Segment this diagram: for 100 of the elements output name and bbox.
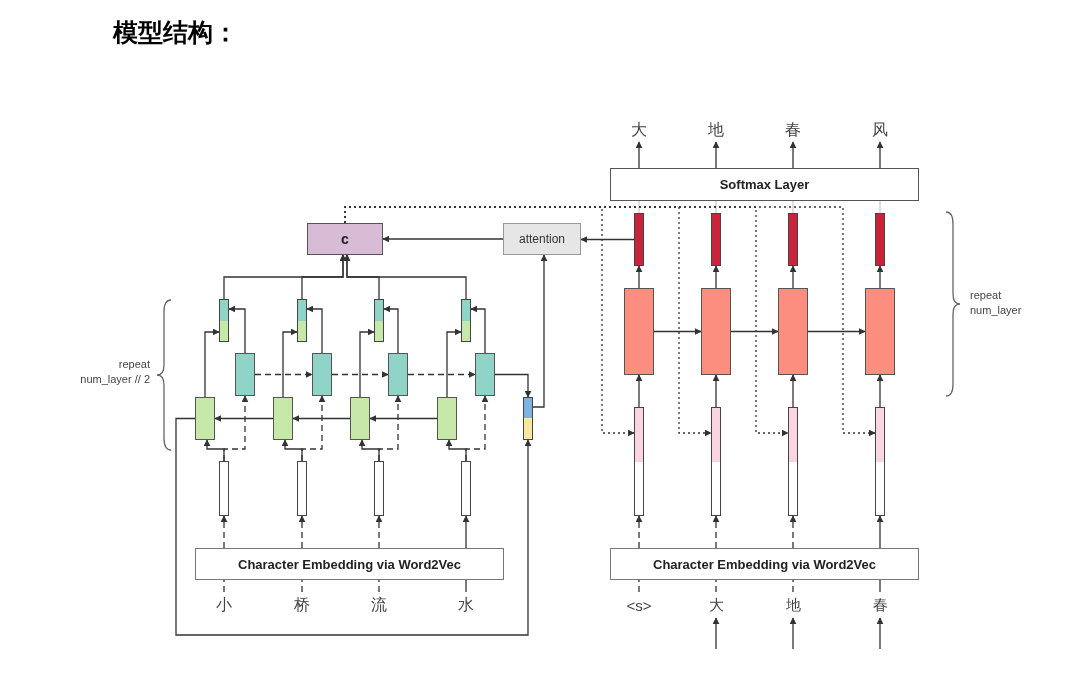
arrow <box>359 328 375 398</box>
connector-line <box>465 579 467 593</box>
arrow <box>175 417 532 636</box>
arrow <box>375 515 383 549</box>
arrow <box>462 515 470 549</box>
vector-bar <box>219 461 229 516</box>
arrow <box>204 328 220 398</box>
arrow <box>298 515 306 549</box>
character-label: 大 <box>627 118 651 142</box>
arrow <box>876 265 884 289</box>
arrow <box>378 395 402 462</box>
arrow <box>789 265 797 289</box>
cell-box <box>437 397 457 440</box>
vector-bar <box>788 407 798 516</box>
character-label: 风 <box>868 118 892 142</box>
connector-line <box>638 200 640 214</box>
arrow <box>343 254 467 300</box>
arrow <box>712 617 720 650</box>
character-label: 春 <box>781 118 805 142</box>
character-label: 小 <box>211 592 237 618</box>
cell-box <box>701 288 731 375</box>
cell-box <box>624 288 654 375</box>
vector-bar <box>875 213 885 266</box>
cell-box <box>475 353 495 396</box>
arrow <box>494 373 532 398</box>
arrow <box>789 515 797 549</box>
arrow <box>635 141 643 169</box>
arrow <box>383 305 399 354</box>
character-label: 桥 <box>289 592 315 618</box>
cell-box <box>273 397 293 440</box>
cell-box <box>388 353 408 396</box>
arrow <box>653 328 702 335</box>
arrow <box>331 371 389 378</box>
arrow <box>282 328 298 398</box>
arrow <box>228 305 246 354</box>
cell-box <box>195 397 215 440</box>
connector-line <box>715 200 717 214</box>
arrow <box>407 371 476 378</box>
vector-bar <box>711 213 721 266</box>
arrow <box>876 617 884 650</box>
arrow <box>789 374 797 408</box>
arrow <box>789 141 797 169</box>
connector-line <box>378 579 380 593</box>
connector-line <box>715 579 717 593</box>
cell-box <box>350 397 370 440</box>
arrow <box>214 415 274 422</box>
arrow <box>465 395 489 462</box>
vector-bar <box>374 461 384 516</box>
arrow <box>712 141 720 169</box>
vector-bar <box>711 407 721 516</box>
arrow <box>712 515 720 549</box>
arrow <box>712 265 720 289</box>
layer-box: Softmax Layer <box>610 168 919 201</box>
arrow <box>580 236 635 243</box>
arrow <box>223 395 249 462</box>
vector-bar <box>634 407 644 516</box>
vector-bar <box>374 299 384 342</box>
connector-line <box>223 579 225 593</box>
arrow <box>301 395 326 462</box>
arrow <box>220 515 228 549</box>
character-label: 流 <box>366 592 392 618</box>
brace-label: repeat num_layer <box>970 288 1023 318</box>
arrow <box>807 328 866 335</box>
arrow <box>789 617 797 650</box>
brace-label: repeat num_layer // 2 <box>79 357 150 387</box>
connector-line <box>638 579 640 593</box>
vector-bar <box>523 397 533 440</box>
arrow <box>446 328 462 398</box>
cell-box <box>778 288 808 375</box>
layer-box: Character Embedding via Word2Vec <box>195 548 504 580</box>
arrow <box>876 141 884 169</box>
vector-bar <box>297 299 307 342</box>
character-label: <s> <box>623 592 655 618</box>
process-box: attention <box>503 223 581 255</box>
title: 模型结构： <box>113 17 238 49</box>
character-label: 水 <box>453 592 479 618</box>
vector-bar <box>219 299 229 342</box>
connector-line <box>879 200 881 214</box>
vector-bar <box>788 213 798 266</box>
arrow <box>301 254 347 300</box>
connector-line <box>301 579 303 593</box>
connector-line <box>792 579 794 593</box>
arrow <box>306 305 323 354</box>
character-label: 地 <box>704 118 728 142</box>
vector-bar <box>461 299 471 342</box>
cell-box <box>312 353 332 396</box>
arrow <box>369 415 438 422</box>
arrow <box>635 265 643 289</box>
layer-box: Character Embedding via Word2Vec <box>610 548 919 580</box>
arrow <box>635 515 643 549</box>
arrow <box>876 374 884 408</box>
arrow <box>532 254 548 408</box>
arrow <box>254 371 313 378</box>
cell-box <box>235 353 255 396</box>
vector-bar <box>634 213 644 266</box>
process-box: c <box>307 223 383 255</box>
character-label: 春 <box>864 592 896 618</box>
vector-bar <box>461 461 471 516</box>
arrow <box>635 374 643 408</box>
arrow <box>876 515 884 549</box>
